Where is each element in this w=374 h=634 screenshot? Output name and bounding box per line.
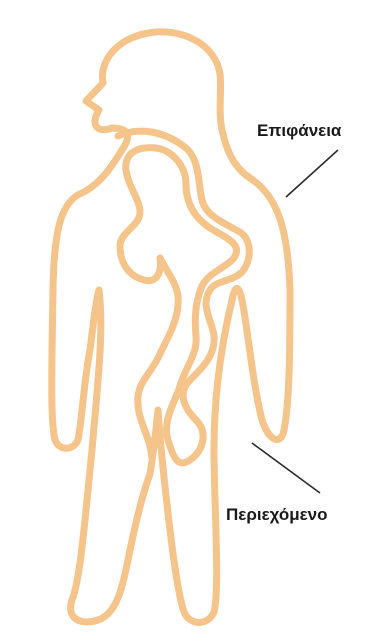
- content-leader-line: [252, 443, 320, 493]
- content-label: Περιεχόμενο: [226, 506, 328, 523]
- surface-leader-line: [286, 150, 338, 197]
- surface-label: Επιφάνεια: [257, 122, 341, 139]
